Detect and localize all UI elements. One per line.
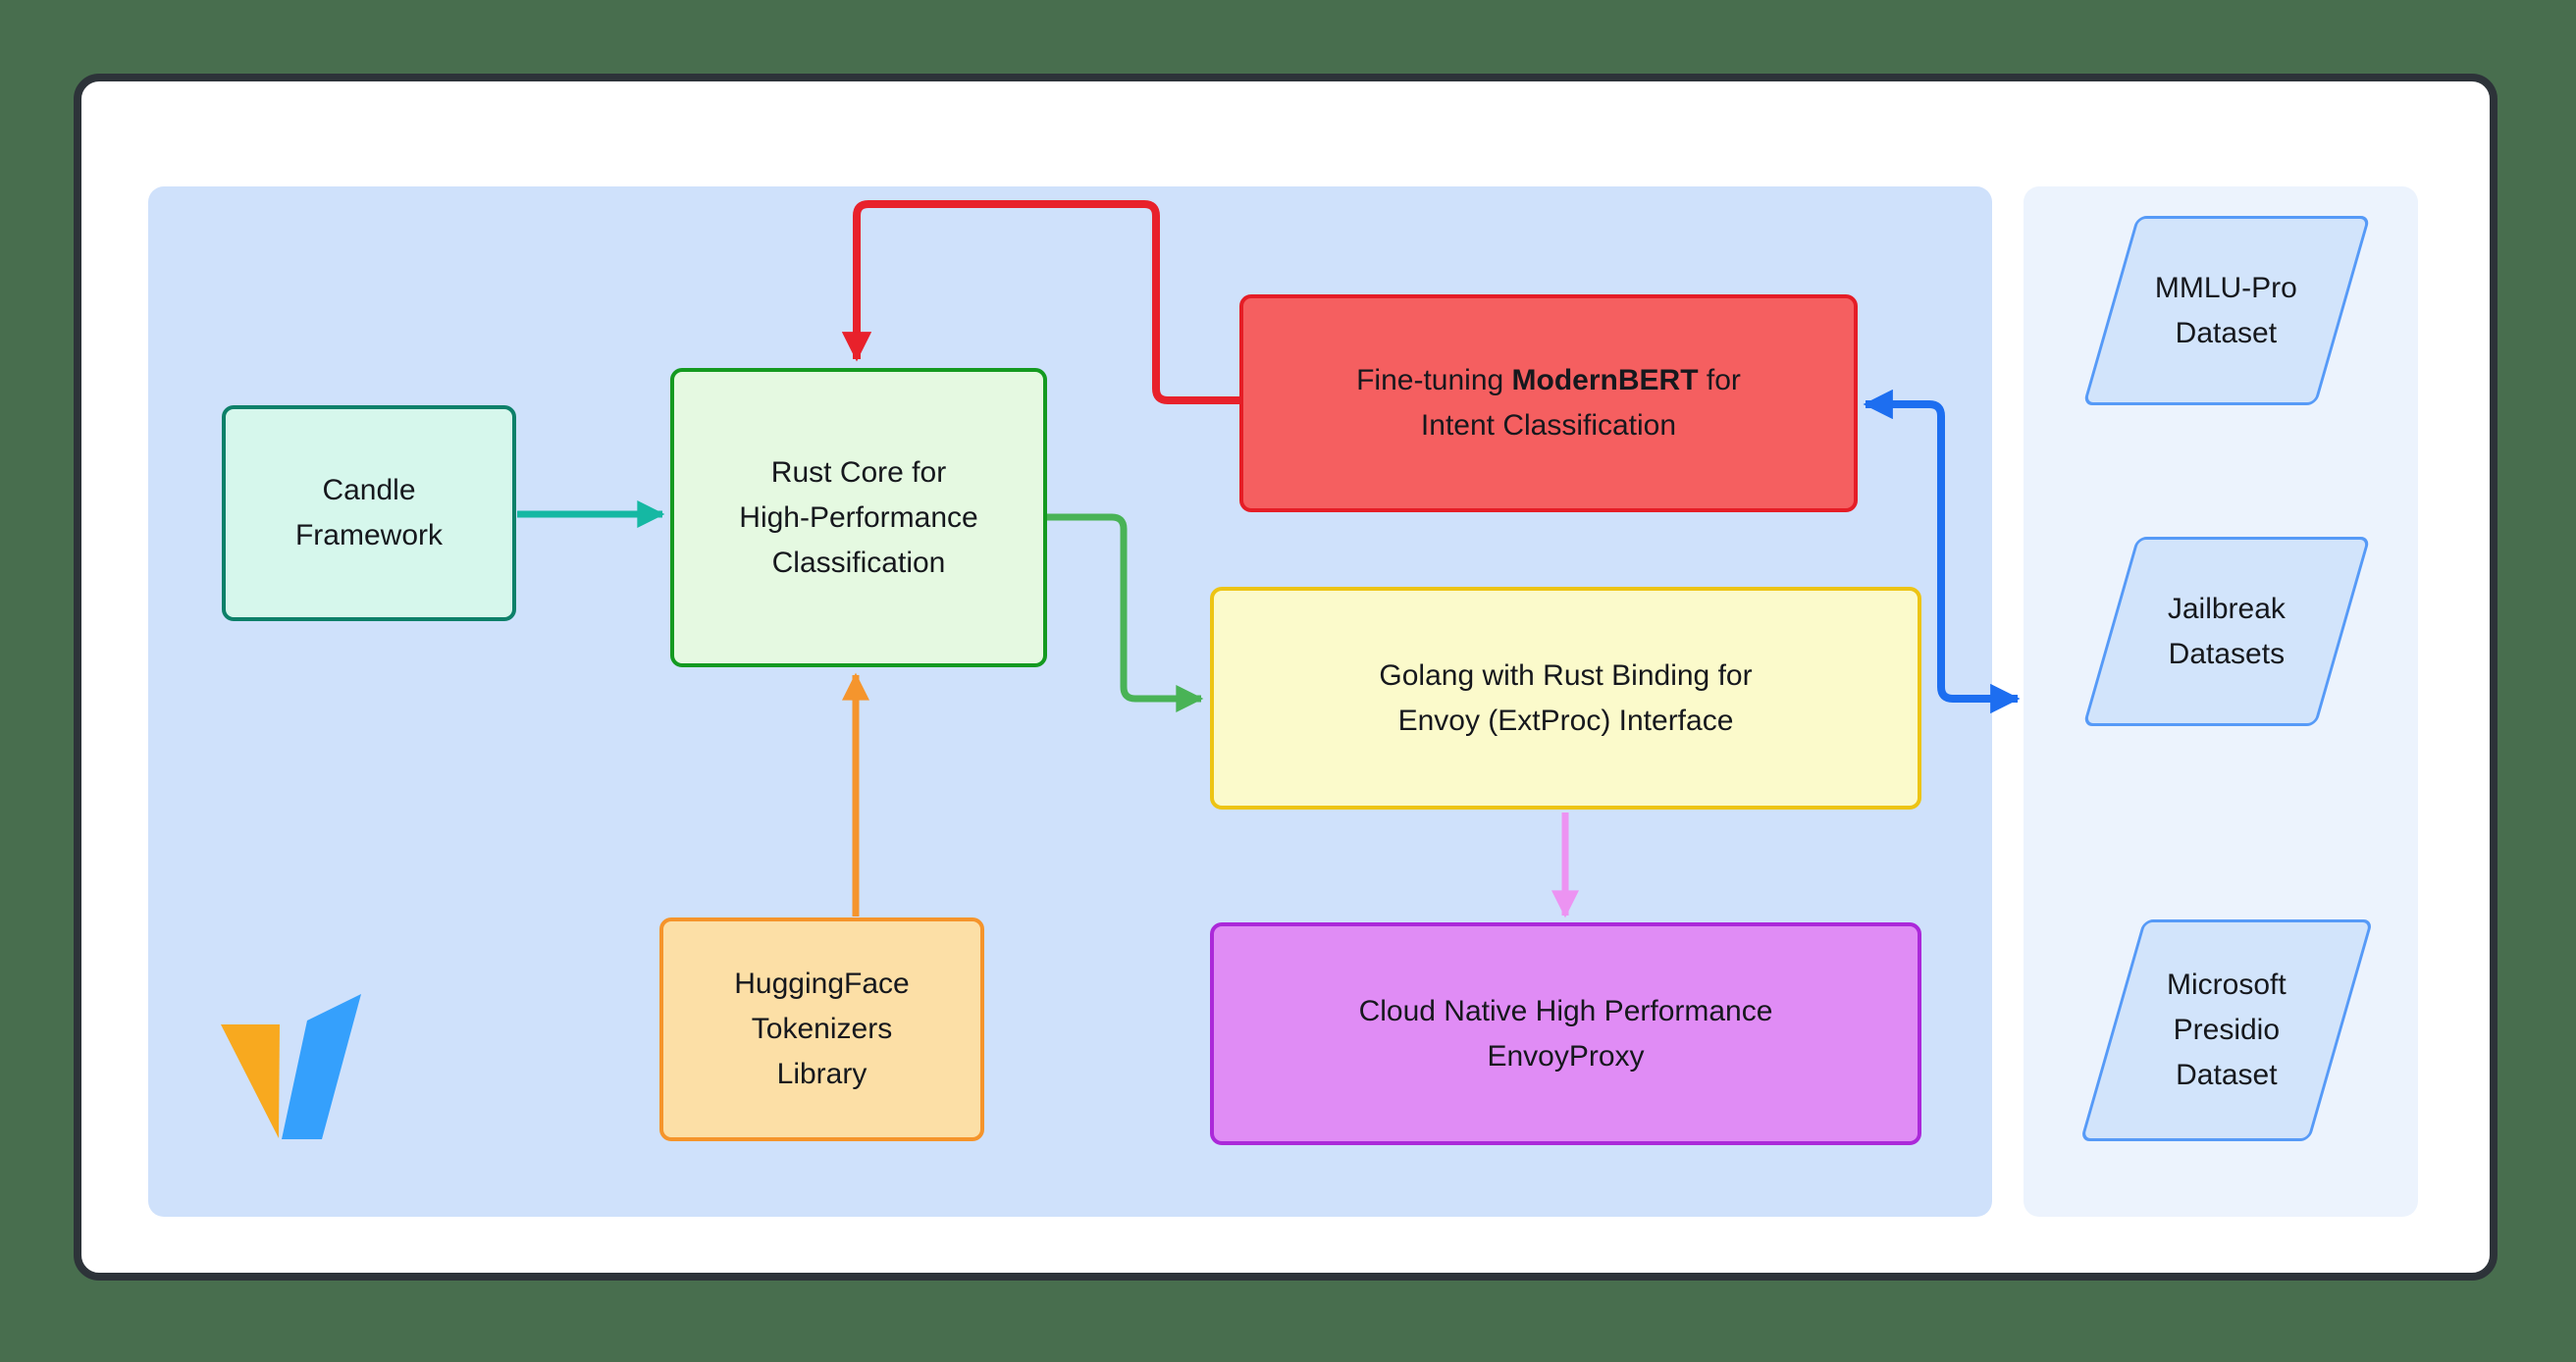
label-segment: Fine-tuning bbox=[1356, 364, 1512, 396]
node-label-line: Tokenizers bbox=[751, 1013, 893, 1045]
node-label-line: High-Performance bbox=[739, 500, 978, 534]
node-label-line: Framework bbox=[294, 519, 443, 551]
node-label-line: Fine-tuning ModernBERT for bbox=[1356, 358, 1741, 403]
dataset-label-line: Microsoft bbox=[2167, 969, 2287, 1001]
node-label-line: Cloud Native High Performance bbox=[1358, 994, 1773, 1027]
label-segment: for bbox=[1698, 364, 1741, 396]
node-label-line: Classification bbox=[771, 546, 946, 579]
dataset-label-line: Datasets bbox=[2168, 637, 2286, 670]
node-huggingface-tokenizers: HuggingFace Tokenizers Library bbox=[659, 917, 984, 1141]
node-label-line: Golang with Rust Binding for bbox=[1379, 658, 1753, 692]
node-label-line: EnvoyProxy bbox=[1487, 1039, 1645, 1073]
node-label-line: Rust Core for bbox=[770, 455, 947, 489]
node-label-line: Envoy (ExtProc) Interface bbox=[1397, 704, 1734, 737]
dataset-label-line: Dataset bbox=[2176, 1059, 2278, 1091]
node-rust-core: Rust Core for High-Performance Classific… bbox=[670, 368, 1047, 667]
node-golang-extproc: Golang with Rust Binding for Envoy (ExtP… bbox=[1210, 587, 1921, 810]
node-label-line: Candle bbox=[322, 474, 416, 506]
node-label-line: Library bbox=[776, 1058, 867, 1090]
dataset-label: Jailbreak Datasets bbox=[2168, 587, 2286, 677]
dataset-label-line: Jailbreak bbox=[2167, 592, 2287, 625]
dataset-label-line: Dataset bbox=[2176, 316, 2278, 349]
dataset-label-line: Presidio bbox=[2173, 1014, 2281, 1046]
node-cloud-native-envoyproxy: Cloud Native High Performance EnvoyProxy bbox=[1210, 922, 1921, 1145]
node-label-line: HuggingFace bbox=[734, 968, 910, 1000]
label-segment-bold: ModernBERT bbox=[1511, 364, 1699, 396]
node-candle-framework: Candle Framework bbox=[222, 405, 516, 621]
dataset-label: Microsoft Presidio Dataset bbox=[2167, 963, 2287, 1098]
node-finetuning-modernbert: Fine-tuning ModernBERT for Intent Classi… bbox=[1239, 294, 1858, 512]
dataset-label-line: MMLU-Pro bbox=[2155, 271, 2298, 304]
node-label-line: Intent Classification bbox=[1420, 409, 1677, 442]
dataset-label: MMLU-Pro Dataset bbox=[2155, 266, 2297, 356]
